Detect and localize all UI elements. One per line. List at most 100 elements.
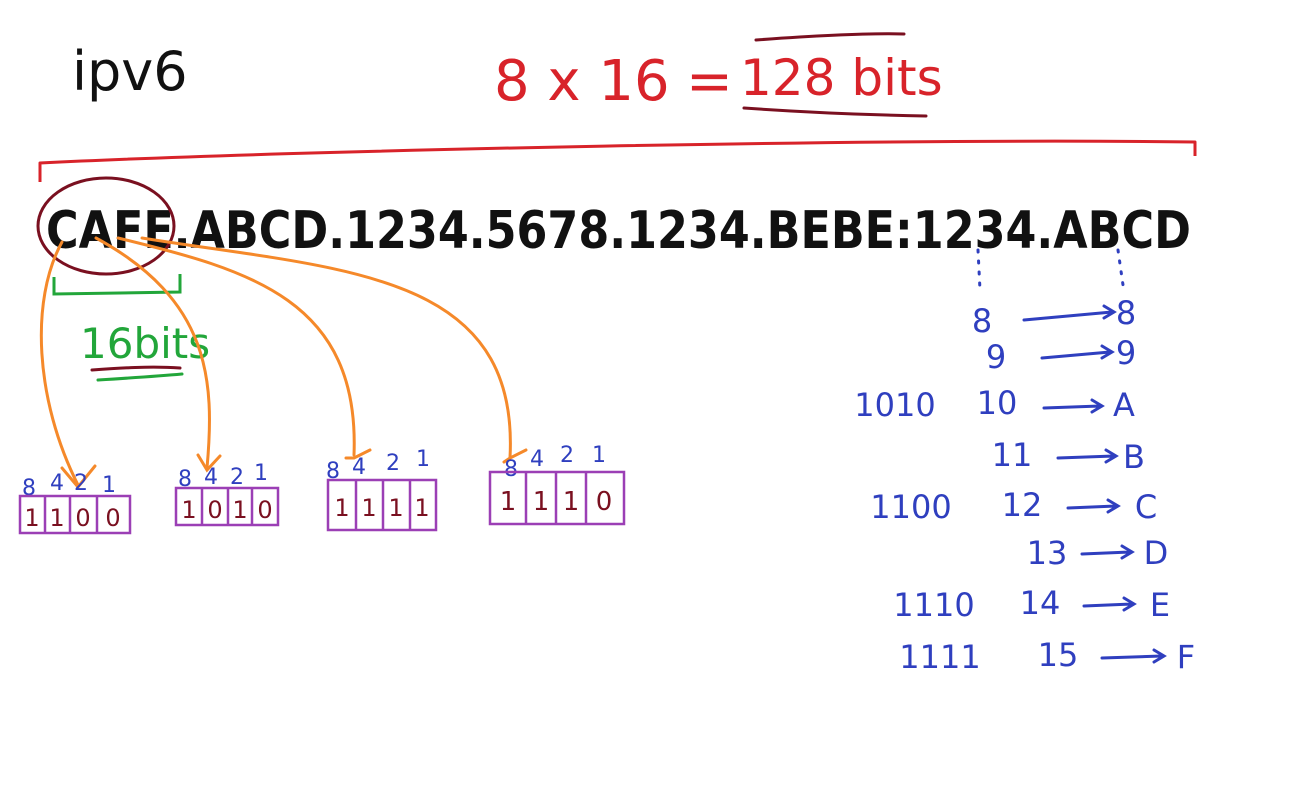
bit-cell: 0 xyxy=(75,504,90,532)
bit-cell: 1 xyxy=(563,487,580,517)
hex-conversion-table: 8 8 9 9 1010 10 A 11 B 1100 12 C xyxy=(854,294,1195,676)
arrow-right-icon xyxy=(1022,304,1117,322)
weight-label: 4 xyxy=(50,471,64,496)
weight-label: 1 xyxy=(102,473,116,498)
nibble-group-1: 8 4 2 1 1 1 0 0 xyxy=(18,471,132,535)
hex-decimal: 9 xyxy=(986,338,1006,376)
arrow-f-to-nibble-3 xyxy=(116,236,356,457)
nibble-group-2: 8 4 2 1 1 0 1 0 xyxy=(174,461,280,527)
arrow-right-icon xyxy=(1100,648,1167,664)
weight-label: 8 xyxy=(178,467,192,492)
first-hextet-circle xyxy=(36,176,176,276)
nibble-group-4: 8 4 2 1 1 1 1 0 xyxy=(488,443,626,526)
nibble-box xyxy=(174,486,280,527)
weight-label: 1 xyxy=(254,461,268,486)
hex-row: 1100 12 C xyxy=(870,486,1157,526)
bit-cell: 1 xyxy=(181,496,196,524)
bit-cell: 1 xyxy=(533,487,550,517)
hex-decimal: 13 xyxy=(1027,534,1068,572)
weight-label: 1 xyxy=(592,443,606,468)
weight-label: 2 xyxy=(386,451,400,476)
hex-decimal: 14 xyxy=(1020,584,1061,622)
bit-cell: 0 xyxy=(596,487,613,517)
weight-label: 2 xyxy=(74,471,88,496)
result-overline xyxy=(754,32,906,42)
arrow-right-icon xyxy=(1082,596,1137,612)
arrow-a-head xyxy=(196,453,222,473)
hex-decimal: 15 xyxy=(1038,636,1079,674)
formula-result: 128 bits xyxy=(740,49,943,107)
bit-cell: 1 xyxy=(414,494,429,522)
ipv6-address: CAFE.ABCD.1234.5678.1234.BEBE:1234.ABCD xyxy=(46,201,1191,261)
address-bracket xyxy=(38,139,1197,182)
hex-digit: 8 xyxy=(1116,294,1136,332)
bit-cell: 0 xyxy=(207,496,222,524)
hex-row: 11 B xyxy=(992,436,1145,476)
hex-digit: C xyxy=(1135,488,1157,526)
bit-cell: 1 xyxy=(24,504,39,532)
hex-decimal: 8 xyxy=(972,302,992,340)
segment-bits-label: 16bits xyxy=(80,319,210,368)
segment-label-underline-a xyxy=(90,365,182,372)
arrow-right-icon xyxy=(1056,448,1119,464)
nibble-box xyxy=(326,478,438,532)
hex-row: 1110 14 E xyxy=(893,584,1170,624)
weight-label: 1 xyxy=(416,447,430,472)
hex-row: 9 9 xyxy=(986,334,1136,376)
hex-row: 8 8 xyxy=(972,294,1136,340)
bit-cell: 0 xyxy=(105,504,120,532)
bit-cell: 1 xyxy=(388,494,403,522)
bit-cell: 1 xyxy=(49,504,64,532)
bit-cell: 1 xyxy=(361,494,376,522)
hex-binary: 1111 xyxy=(899,638,980,676)
hex-digit: F xyxy=(1177,638,1195,676)
nibble-group-3: 8 4 2 1 1 1 1 1 xyxy=(326,447,438,532)
hex-digit: D xyxy=(1144,534,1169,572)
arrow-right-icon xyxy=(1040,344,1115,360)
bit-cell: 1 xyxy=(500,487,517,517)
arrow-e-to-nibble-4 xyxy=(140,236,512,460)
formula-equals: = xyxy=(686,49,733,114)
arrow-right-icon xyxy=(1080,544,1135,560)
segment-label-underline-b xyxy=(96,372,184,382)
hex-binary: 1010 xyxy=(854,386,935,424)
arrow-c-to-nibble-1 xyxy=(39,240,80,487)
arrow-right-icon xyxy=(1042,398,1105,414)
hex-row: 1111 15 F xyxy=(899,636,1195,676)
nibble-box xyxy=(488,470,626,526)
arrow-a-to-nibble-2 xyxy=(94,236,211,470)
bit-cell: 0 xyxy=(257,496,272,524)
hex-digit: B xyxy=(1123,438,1145,476)
arrow-e-head xyxy=(502,448,528,464)
formula: 8 x 16 = 128 bits xyxy=(494,32,943,118)
title: ipv6 xyxy=(72,40,188,103)
arrow-c-head xyxy=(60,464,97,490)
arrow-f-head xyxy=(344,448,372,460)
weight-label: 2 xyxy=(560,443,574,468)
weight-label: 2 xyxy=(230,465,244,490)
hex-digit: 9 xyxy=(1116,334,1136,372)
nibble-box xyxy=(18,494,132,535)
hex-decimal: 12 xyxy=(1002,486,1043,524)
formula-lhs: 8 x 16 xyxy=(494,49,670,114)
hex-digit: A xyxy=(1113,386,1135,424)
weight-label: 8 xyxy=(504,457,518,482)
bit-cell: 1 xyxy=(232,496,247,524)
weight-label: 4 xyxy=(530,447,544,472)
dotted-links xyxy=(976,248,1126,294)
hex-binary: 1110 xyxy=(893,586,974,624)
weight-label: 4 xyxy=(204,465,218,490)
arrow-right-icon xyxy=(1066,498,1121,514)
bit-cell: 1 xyxy=(334,494,349,522)
hex-decimal: 10 xyxy=(977,384,1018,422)
hex-row: 13 D xyxy=(1027,534,1169,572)
hex-row: 1010 10 A xyxy=(854,384,1135,424)
result-underline xyxy=(742,106,928,118)
weight-label: 8 xyxy=(326,459,340,484)
hex-binary: 1100 xyxy=(870,488,951,526)
nibble-arrows xyxy=(39,236,528,490)
hex-decimal: 11 xyxy=(992,436,1033,474)
hex-digit: E xyxy=(1150,586,1170,624)
hextet-bracket xyxy=(52,274,182,296)
